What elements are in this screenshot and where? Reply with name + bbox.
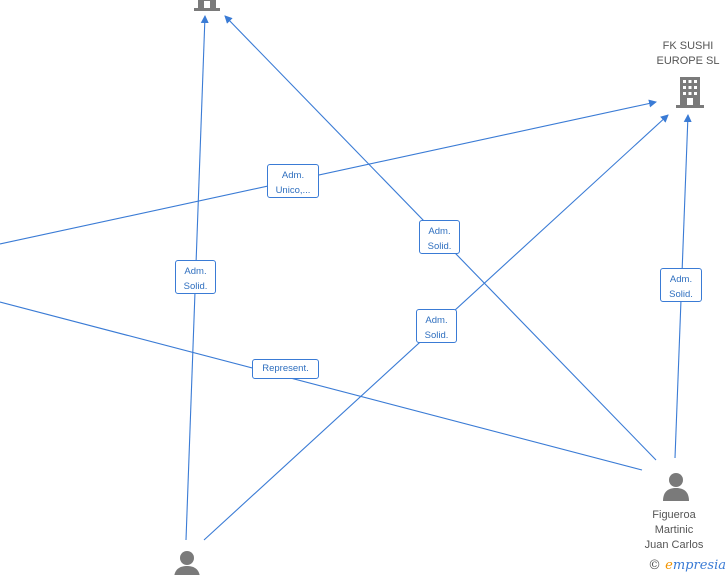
person-name-line3: Juan Carlos	[644, 539, 704, 548]
relation-role: Adm.	[184, 266, 207, 277]
building-icon[interactable]	[673, 75, 707, 109]
building-icon[interactable]	[190, 0, 224, 12]
relation-detail: Solid.	[424, 330, 449, 341]
company-name-fk-sushi[interactable]: FK SUSHI EUROPE SL	[640, 39, 728, 69]
relation-label-adm-solid[interactable]: Adm. Solid.	[175, 260, 216, 294]
relation-detail: Unico,...	[275, 185, 311, 196]
person-name-line1: Figueroa	[652, 509, 696, 521]
company-name-line1: FK SUSHI	[662, 40, 714, 52]
person-icon[interactable]	[661, 472, 691, 502]
person-icon[interactable]	[172, 550, 202, 575]
relation-label-adm-solid[interactable]: Adm. Solid.	[416, 309, 457, 343]
relation-label-adm-solid[interactable]: Adm. Solid.	[419, 220, 460, 254]
edge-left-to-fk-sushi	[0, 99, 657, 245]
person-name-figueroa[interactable]: Figueroa Martinic Juan Carlos	[626, 508, 722, 548]
relation-role: Represent.	[262, 363, 309, 374]
brand-initial: e	[665, 558, 673, 573]
relation-role: Adm.	[281, 170, 305, 181]
company-name-line2: EUROPE SL	[656, 55, 720, 67]
relation-detail: Solid.	[669, 289, 693, 300]
relation-role: Adm.	[669, 274, 693, 285]
brand-name: mpresia	[672, 558, 726, 573]
copyright-symbol: ©	[648, 558, 662, 573]
relation-label-represent[interactable]: Represent.	[252, 359, 319, 379]
relation-label-adm-solid[interactable]: Adm. Solid.	[660, 268, 702, 302]
relation-detail: Solid.	[183, 281, 208, 292]
relation-label-adm-unico[interactable]: Adm. Unico,...	[267, 164, 319, 198]
person-name-line2: Martinic	[654, 524, 694, 536]
relation-detail: Solid.	[427, 241, 452, 252]
relation-role: Adm.	[428, 226, 451, 237]
empresia-watermark: © empresia	[648, 558, 726, 573]
edge-left-to-figueroa	[0, 301, 643, 471]
relation-role: Adm.	[425, 315, 448, 326]
